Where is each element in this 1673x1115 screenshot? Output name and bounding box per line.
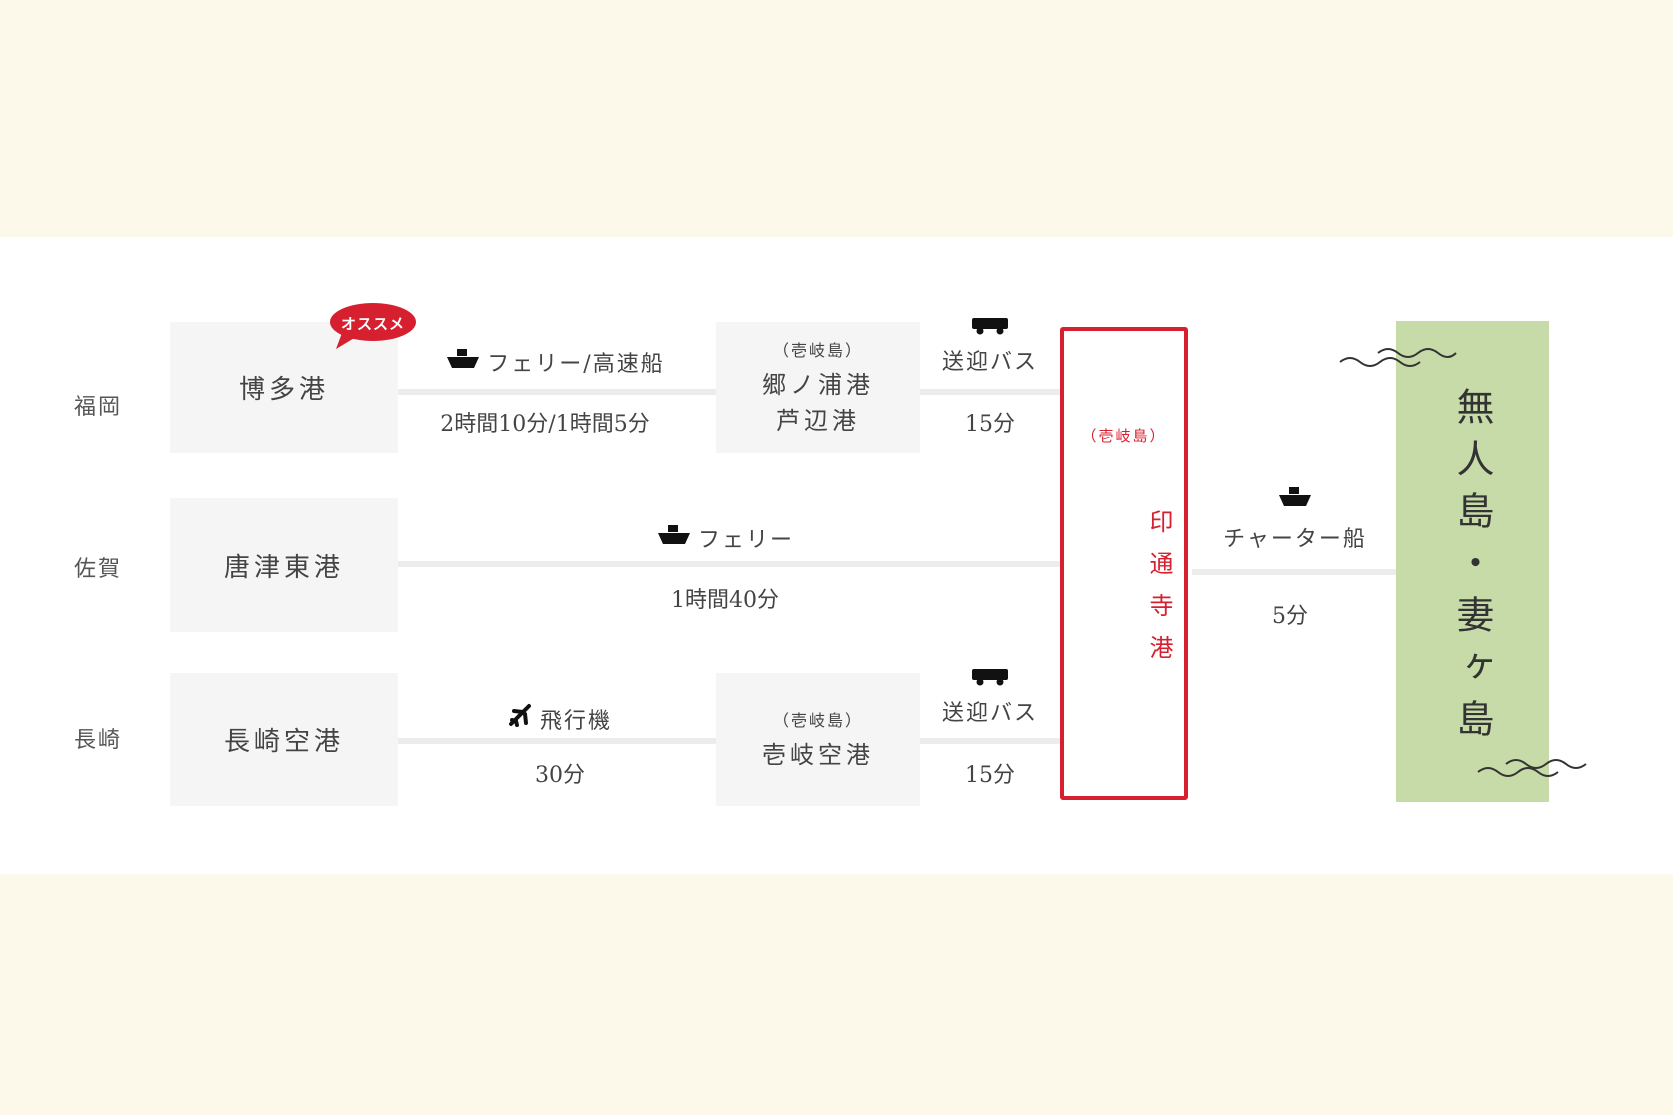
route-bus-1-time: 15分 xyxy=(965,412,1015,437)
route-ferry-fast-label: フェリー/高速船 xyxy=(487,352,665,377)
recommended-badge: オススメ xyxy=(330,303,416,349)
port-ashibe-label: 芦辺港 xyxy=(776,406,860,435)
ship-icon xyxy=(1277,485,1313,515)
port-gonoura-label: 郷ノ浦港 xyxy=(762,370,874,399)
port-gonoura-sub: （壱岐島） xyxy=(772,340,863,360)
bus-icon xyxy=(970,667,1010,693)
line-nagasaki-iki xyxy=(398,738,716,744)
ship-icon xyxy=(656,523,692,553)
route-bus-1-label: 送迎バス xyxy=(941,350,1038,375)
route-ferry-fast: フェリー/高速船 xyxy=(420,346,690,378)
port-nagasaki-airport: 長崎空港 xyxy=(170,673,398,806)
port-iki-airport: （壱岐島） 壱岐空港 xyxy=(716,673,920,806)
port-hakata-label: 博多港 xyxy=(238,375,329,405)
route-ferry-fast-time: 2時間10分/1時間5分 xyxy=(440,412,650,437)
destination-sub: （壱岐島） xyxy=(1081,427,1167,445)
destination-name: 印通寺港 xyxy=(1145,509,1173,677)
port-gonoura-ashibe: （壱岐島） 郷ノ浦港 芦辺港 xyxy=(716,322,920,453)
port-iki-airport-sub: （壱岐島） xyxy=(772,710,863,730)
island-name: 無人島・妻ヶ島 xyxy=(1450,387,1494,751)
line-iki-inddoji-1 xyxy=(920,389,1060,395)
ship-icon xyxy=(445,347,481,377)
route-ferry-label: フェリー xyxy=(697,528,794,553)
port-hakata: 博多港 xyxy=(170,322,398,453)
port-karatsu: 唐津東港 xyxy=(170,498,398,632)
bus-icon xyxy=(970,316,1010,342)
route-ferry-time: 1時間40分 xyxy=(671,588,779,613)
route-charter-time: 5分 xyxy=(1272,604,1308,629)
route-charter-label: チャーター船 xyxy=(1223,527,1367,552)
port-iki-airport-label: 壱岐空港 xyxy=(762,740,874,769)
recommended-badge-label: オススメ xyxy=(340,315,405,333)
route-charter: チャーター船 xyxy=(1200,485,1390,553)
route-plane: 飛行機 xyxy=(420,703,700,735)
port-nagasaki-airport-label: 長崎空港 xyxy=(223,727,344,757)
route-plane-label: 飛行機 xyxy=(539,709,612,734)
line-hakata-iki xyxy=(398,389,716,395)
region-nagasaki: 長崎 xyxy=(74,728,123,753)
route-bus-1: 送迎バス xyxy=(920,316,1060,376)
line-iki-inddoji-2 xyxy=(920,738,1060,744)
route-bus-2-label: 送迎バス xyxy=(941,701,1038,726)
route-bus-2: 送迎バス xyxy=(920,667,1060,727)
region-saga: 佐賀 xyxy=(74,557,123,582)
plane-icon xyxy=(508,703,534,735)
route-ferry: フェリー xyxy=(600,522,850,554)
destination-indoji-port: （壱岐島） 印通寺港 xyxy=(1060,327,1188,800)
wave-icon xyxy=(1339,348,1457,367)
island-tsumagashima: 無人島・妻ヶ島 xyxy=(1396,321,1549,802)
line-karatsu-inddoji xyxy=(398,561,1060,567)
region-fukuoka: 福岡 xyxy=(74,395,123,420)
port-karatsu-label: 唐津東港 xyxy=(223,552,344,583)
route-plane-time: 30分 xyxy=(535,763,585,788)
line-inddoji-island xyxy=(1192,569,1396,575)
route-bus-2-time: 15分 xyxy=(965,763,1015,788)
wave-icon xyxy=(1477,759,1587,777)
